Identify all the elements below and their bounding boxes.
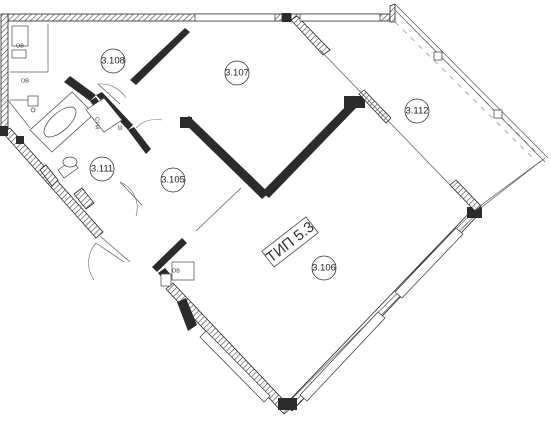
closet-box	[160, 261, 195, 287]
room-3112-label: 3.112	[405, 106, 428, 117]
st-m-label: Ст.М	[94, 117, 100, 129]
room-3112-label-group: 3.112	[404, 98, 430, 124]
sh-label: Ш	[117, 125, 122, 131]
balcony-glazing	[319, 3, 549, 211]
room-3106-label: 3.106	[312, 263, 336, 274]
room-3107-label-group: 3.107	[224, 60, 250, 86]
room-3111-label-group: 3.111	[89, 156, 115, 182]
ob-label-2: ОВ	[21, 78, 29, 84]
room-3105-label: 3.105	[161, 175, 185, 186]
interior-walls	[10, 15, 482, 281]
room-3106-label-group: 3.106	[311, 255, 337, 281]
room-3108-label-group: 3.108	[100, 48, 126, 74]
ob-label-1: ОВ	[16, 43, 24, 49]
room-3111-label: 3.111	[91, 164, 113, 175]
room-3107-label: 3.107	[225, 68, 249, 79]
utility-strip	[7, 25, 39, 129]
doors	[88, 83, 242, 281]
windows	[194, 13, 464, 403]
ob-label-3: ОВ	[172, 268, 180, 274]
room-3105-label-group: 3.105	[160, 167, 186, 193]
room-3108-label: 3.108	[101, 56, 125, 67]
type-label-group: ТИП 5.3	[261, 216, 319, 268]
type-label: ТИП 5.3	[263, 219, 317, 267]
bathroom-fixtures	[29, 91, 123, 210]
